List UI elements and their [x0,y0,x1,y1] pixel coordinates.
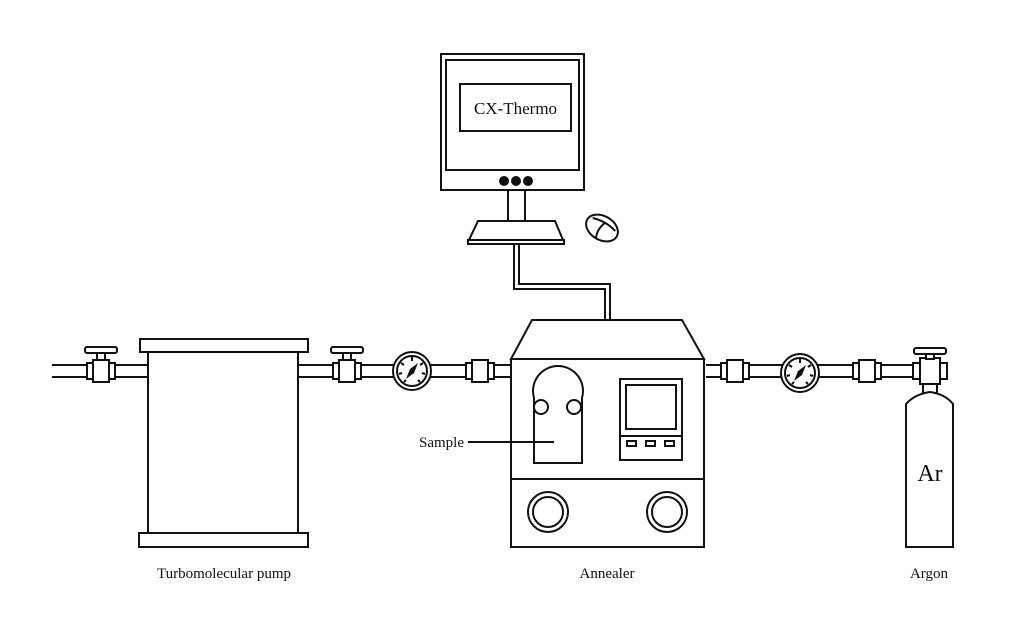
indicator-dot [499,176,509,186]
argon-label: Argon [910,566,949,582]
valve-inlet [84,346,118,383]
coupling-body [726,359,744,383]
gauge-ticks [786,359,814,385]
pump-bottom-flange [138,532,309,548]
gauge-needle [406,363,418,379]
coupling-body [471,359,489,383]
annealer [509,319,706,548]
monitor-stand-base [467,220,565,241]
valve-handle [330,346,364,354]
knob-right-inner [651,496,683,528]
mouse [585,213,619,243]
annealer-top [509,319,706,360]
pump-label: Turbomolecular pump [157,566,291,582]
controller-button [645,440,656,447]
indicator-dot [523,176,533,186]
cylinder-symbol: Ar [917,461,942,487]
chamber-port-right [566,399,582,415]
mouse-body [585,213,619,243]
valve-body [338,359,356,383]
monitor: CX-Thermo [440,53,585,245]
turbomolecular-pump [138,338,309,548]
cylinder-valve-handle [913,347,947,355]
valve-handle [84,346,118,354]
coupling-right-2 [852,359,882,383]
data-cable [513,244,611,321]
gauge-ticks [398,357,426,383]
software-name: CX-Thermo [474,99,557,118]
indicator-dot [511,176,521,186]
chamber-port-left [533,399,549,415]
pump-top-flange [139,338,309,353]
controller-button [664,440,675,447]
sample-chamber [532,365,584,464]
coupling-body [858,359,876,383]
argon-cylinder: Ar [905,347,954,548]
controller-display [625,384,677,430]
gauge-needle [794,365,806,381]
mouse-split-line [595,222,606,239]
sample-label: Sample [419,435,464,451]
pressure-gauge-left [392,351,432,391]
knob-left-inner [532,496,564,528]
monitor-stand-foot [467,239,565,245]
valve-pump-outlet [330,346,364,383]
cylinder-body [905,390,954,548]
annealer-label: Annealer [580,566,635,582]
software-window [459,83,572,132]
coupling-right-1 [720,359,750,383]
pressure-gauge-right [780,353,820,393]
valve-body [92,359,110,383]
coupling-left [465,359,495,383]
pump-body [147,351,299,534]
controller-button [626,440,637,447]
cylinder-valve-body [919,357,941,385]
